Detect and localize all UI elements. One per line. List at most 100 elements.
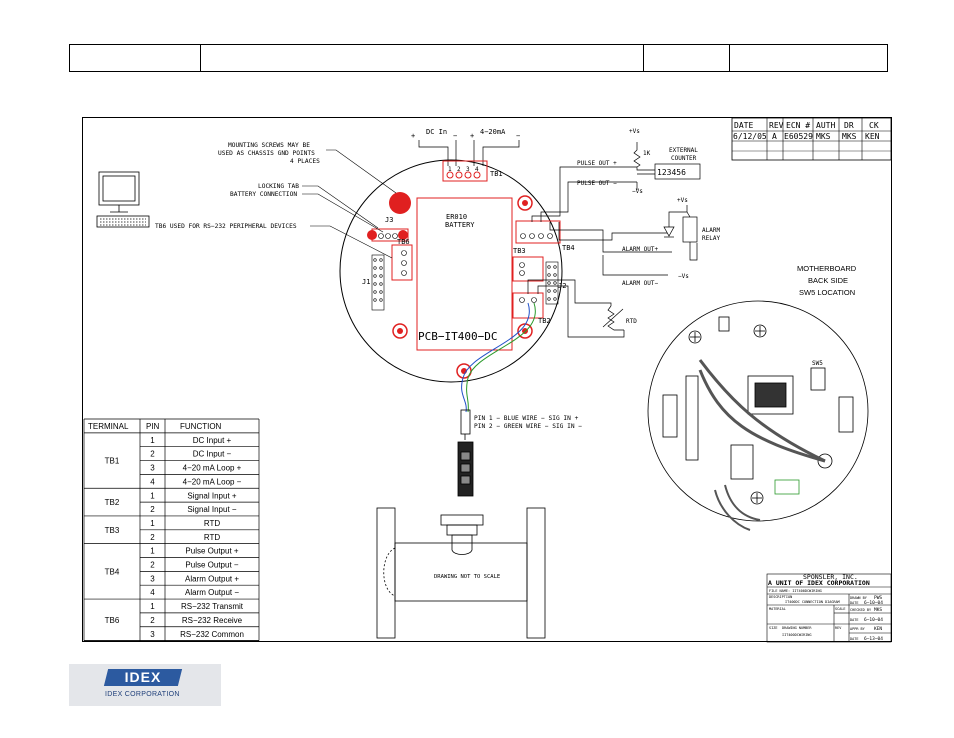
table-function-cell: RS−232 Common xyxy=(180,630,244,639)
j3-pin-icon xyxy=(367,230,377,240)
motherboard-back-side: BACK SIDE xyxy=(808,276,848,285)
alarm-out-minus-label: ALARM OUT− xyxy=(622,280,659,287)
table-pin-cell: 1 xyxy=(150,519,155,528)
resistor-label: 1K xyxy=(643,150,651,157)
table-function-cell: RS−232 Transmit xyxy=(181,602,244,611)
tb2-label: TB2 xyxy=(538,317,551,325)
approved-date: 6−13−04 xyxy=(864,636,883,642)
table-pin-cell: 2 xyxy=(150,616,155,625)
logo-mark-text: IDEX xyxy=(124,669,162,685)
mounting-screws-callout-line2: USED AS CHASSIS GND POINTS xyxy=(218,150,315,157)
battery-model: ER010 xyxy=(446,213,467,221)
table-pin-cell: 2 xyxy=(150,533,155,542)
rev-auth: MKS xyxy=(816,132,831,141)
tb2-terminal-block xyxy=(512,292,544,319)
drawn-by-label: DRAWN BY xyxy=(850,596,868,600)
checked-date-label: DATE xyxy=(850,618,858,622)
rev-date: 6/12/05 xyxy=(733,132,767,141)
j3-label: J3 xyxy=(385,216,393,224)
tb1-label: TB1 xyxy=(490,170,503,178)
checked-by-label: CHECKED BY xyxy=(850,608,872,612)
locking-tab-callout: LOCKING TAB xyxy=(258,183,299,190)
sw5-label: SW5 xyxy=(812,360,823,367)
rtd-label: RTD xyxy=(626,318,637,325)
pulse-out-plus-label: PULSE OUT + xyxy=(577,160,617,167)
alarm-vs-minus-label: −Vs xyxy=(678,273,689,280)
idex-logo: IDEX IDEX CORPORATION xyxy=(69,664,221,706)
table-header-terminal: TERMINAL xyxy=(88,422,129,431)
table-pin-cell: 1 xyxy=(150,436,155,445)
checked-by-name: MKS xyxy=(874,607,882,613)
table-pin-cell: 1 xyxy=(150,547,155,556)
motherboard-title: MOTHERBOARD xyxy=(797,264,857,273)
external-counter-label: EXTERNAL xyxy=(669,147,698,154)
table-function-cell: Signal Input − xyxy=(187,505,236,514)
not-to-scale-note: DRAWING NOT TO SCALE xyxy=(434,574,500,580)
j3-pin-icon xyxy=(398,230,408,240)
rev-header-date: DATE xyxy=(734,121,753,130)
tb1-pin-4: 4 xyxy=(475,166,479,173)
tb1-pin-3: 3 xyxy=(466,166,470,173)
mounting-screws-callout-line1: MOUNTING SCREWS MAY BE xyxy=(228,142,310,149)
logo-subtitle: IDEX CORPORATION xyxy=(105,691,180,698)
header-cell xyxy=(70,45,201,71)
computer-icon xyxy=(96,171,150,228)
vs-minus-label: −Vs xyxy=(632,188,643,195)
pin2-wire-note: PIN 2 − GREEN WIRE − SIG IN − xyxy=(474,423,582,430)
table-function-cell: 4−20 mA Loop + xyxy=(183,464,242,473)
vs-plus-label: +Vs xyxy=(629,128,640,135)
enclosure-circle xyxy=(339,159,563,383)
material-label: MATERIAL xyxy=(769,607,786,611)
tb3-label: TB3 xyxy=(513,247,526,255)
drawn-by-name: PWS xyxy=(874,595,882,601)
table-function-cell: DC Input + xyxy=(193,436,232,445)
table-function-cell: 4−20 mA Loop − xyxy=(183,477,242,486)
approved-date-label: DATE xyxy=(850,637,858,641)
description-label: DESCRIPTION xyxy=(769,595,792,599)
drawn-date: 6−10−04 xyxy=(864,600,883,606)
pcb-components xyxy=(371,160,561,351)
table-terminal-cell: TB4 xyxy=(105,567,120,576)
rev-header-auth: AUTH xyxy=(816,121,835,130)
rev-ck: KEN xyxy=(865,132,880,141)
sensor-pickup xyxy=(457,409,474,497)
counter-display: 123456 xyxy=(657,168,686,177)
dc-minus-label: − xyxy=(453,132,457,140)
table-function-cell: Pulse Output − xyxy=(185,561,238,570)
table-header-function: FUNCTION xyxy=(180,422,222,431)
table-pin-cell: 4 xyxy=(150,477,155,486)
tb1-pin-2: 2 xyxy=(457,166,461,173)
description-value: IT400DC CONNECTION DIAGRAM xyxy=(785,600,840,604)
board-model: PCB−IT400−DC xyxy=(418,330,497,343)
table-pin-cell: 3 xyxy=(150,630,155,639)
drawn-date-label: DATE xyxy=(850,601,858,605)
mounting-screws-callout-line3: 4 PLACES xyxy=(290,158,320,165)
approved-by-label: APPR BY xyxy=(850,627,866,631)
mounting-screw-icon xyxy=(389,192,411,214)
pcb-main-area xyxy=(416,197,513,351)
table-pin-cell: 1 xyxy=(150,602,155,611)
table-terminal-cell: TB3 xyxy=(105,526,120,535)
battery-connection-callout: BATTERY CONNECTION xyxy=(230,191,297,198)
file-name-line: FILE NAME: IIT400DCWIRING xyxy=(769,589,822,593)
rev-letter: A xyxy=(772,132,777,141)
idex-logo-mark: IDEX xyxy=(103,669,183,686)
rev-header-rev: REV xyxy=(769,121,784,130)
tb3-terminal-block xyxy=(512,256,544,282)
table-function-cell: Alarm Output + xyxy=(185,574,239,583)
rev-header-dr: DR xyxy=(844,121,854,130)
external-counter-icon xyxy=(654,163,701,180)
drawing-number-label: DRAWING NUMBER xyxy=(782,626,812,630)
counter-label: COUNTER xyxy=(671,155,697,162)
table-pin-cell: 3 xyxy=(150,574,155,583)
table-pin-cell: 2 xyxy=(150,450,155,459)
checked-date: 6−10−04 xyxy=(864,617,883,623)
mounting-screw-icon xyxy=(522,200,528,206)
approved-by-name: KEN xyxy=(874,626,882,632)
table-function-cell: Signal Input + xyxy=(187,491,236,500)
drawing-number-value: IIT400DCWIRING xyxy=(782,633,812,637)
motherboard-sw5-location: SW5 LOCATION xyxy=(799,288,855,297)
tb6-label: TB6 xyxy=(397,238,410,246)
relay-vs-plus-label: +Vs xyxy=(677,197,688,204)
